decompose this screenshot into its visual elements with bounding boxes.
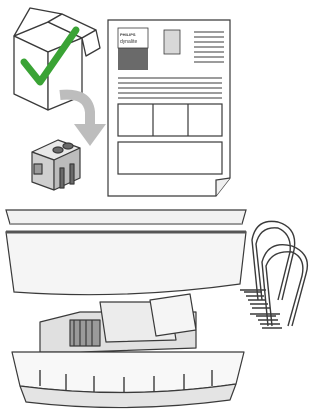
mounting-plate-icon (6, 210, 246, 224)
bezel-cover-icon (6, 232, 246, 295)
leaflet-brand-line1: PHILIPS (120, 32, 136, 37)
spring-clip-icon (240, 221, 307, 328)
leaflet-brand-line2: dynalite (120, 39, 137, 45)
terminal-block-icon (32, 140, 80, 190)
instruction-leaflet-icon (108, 20, 230, 196)
sensor-body-icon (12, 294, 244, 408)
